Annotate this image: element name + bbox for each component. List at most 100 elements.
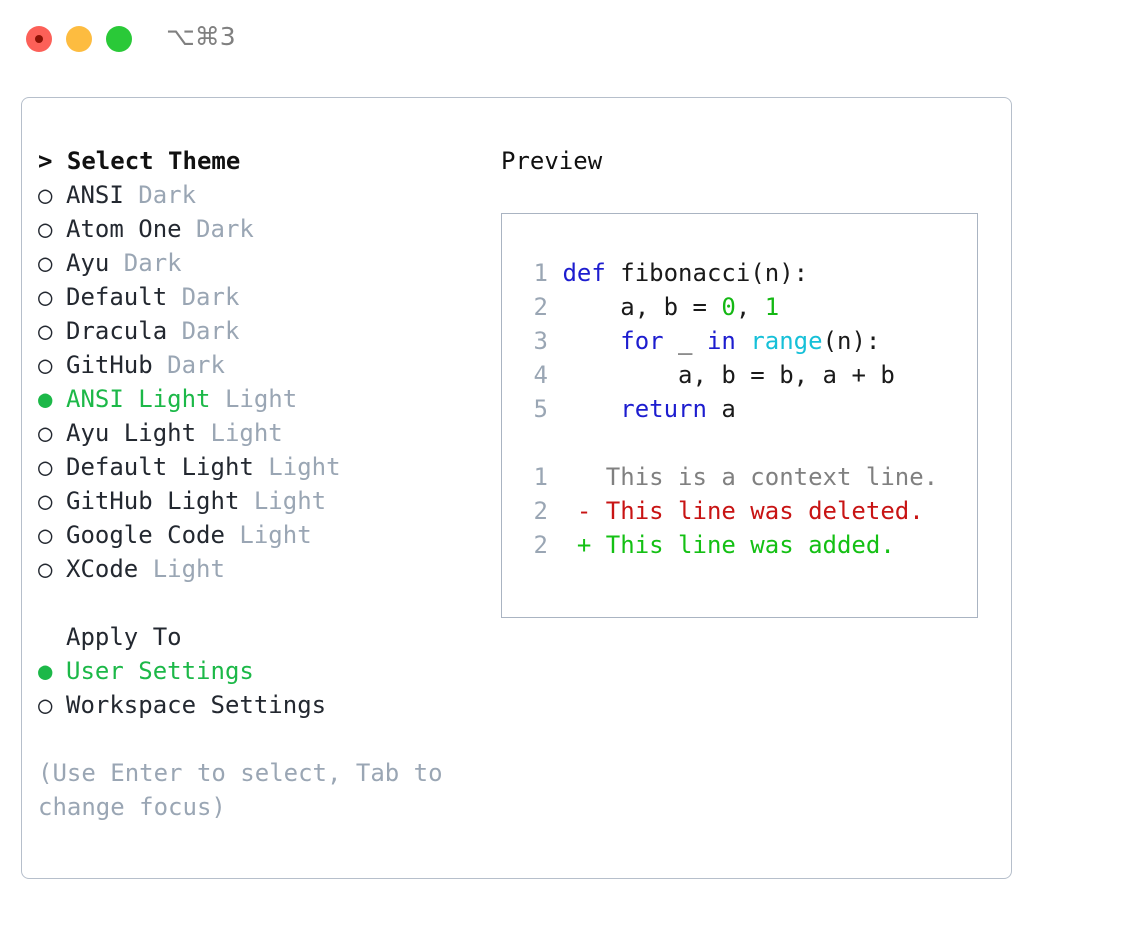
preview-code-line: 4 a, b = b, a + b bbox=[520, 358, 938, 392]
preview-line-number: 3 bbox=[533, 327, 548, 355]
radio-selected-icon: ● bbox=[38, 657, 53, 685]
theme-option-variant: Light bbox=[210, 385, 298, 413]
hint-spacer bbox=[38, 722, 508, 756]
theme-option-label: Default bbox=[66, 283, 168, 311]
theme-option-label: GitHub bbox=[66, 351, 153, 379]
preview-code-line: 3 for _ in range(n): bbox=[520, 324, 938, 358]
theme-option-variant: Light bbox=[239, 487, 327, 515]
theme-selector-heading: > Select Theme bbox=[38, 147, 241, 175]
preview-line-number: 2 bbox=[533, 293, 548, 321]
preview-line-number: 4 bbox=[533, 361, 548, 389]
theme-option-row[interactable]: ○ Default Dark bbox=[38, 280, 508, 314]
apply-to-option-label: User Settings bbox=[66, 657, 254, 685]
theme-option-label: Dracula bbox=[66, 317, 168, 345]
theme-option-variant: Dark bbox=[167, 283, 240, 311]
keyboard-hint-text: (Use Enter to select, Tab to change focu… bbox=[38, 759, 443, 821]
maximize-window-button[interactable] bbox=[106, 26, 132, 52]
theme-option-variant: Dark bbox=[109, 249, 182, 277]
theme-option-label: Google Code bbox=[66, 521, 225, 549]
apply-to-option-row[interactable]: ● User Settings bbox=[38, 654, 508, 688]
theme-option-row[interactable]: ○XCode Light bbox=[38, 552, 508, 586]
theme-option-row[interactable]: ○Atom One Dark bbox=[38, 212, 508, 246]
preview-diff-line: 1 This is a context line. bbox=[520, 460, 939, 494]
preview-diff-line-number: 2 bbox=[533, 497, 548, 525]
preview-code-line: 2 a, b = 0, 1 bbox=[520, 290, 938, 324]
theme-option-row[interactable]: ○Dracula Dark bbox=[38, 314, 508, 348]
theme-option-row[interactable]: ○ Ayu Dark bbox=[38, 246, 508, 280]
theme-selector-column: > Select Theme ○ANSI Dark○Atom One Dark○… bbox=[38, 144, 508, 824]
apply-to-heading-bullet-placeholder: ○ bbox=[38, 620, 66, 654]
theme-option-row[interactable]: ○ GitHub Light Light bbox=[38, 484, 508, 518]
preview-diff-text: - This line was deleted. bbox=[548, 497, 924, 525]
traffic-light-group bbox=[26, 26, 132, 52]
theme-option-variant: Light bbox=[196, 419, 283, 447]
radio-unselected-icon: ○ bbox=[38, 181, 53, 209]
preview-code-line: 5 return a bbox=[520, 392, 938, 426]
preview-code-token: range bbox=[750, 327, 823, 355]
preview-line-number: 5 bbox=[533, 395, 548, 423]
radio-selected-icon: ● bbox=[38, 385, 53, 413]
preview-diff-line-number: 2 bbox=[533, 531, 548, 559]
theme-option-row[interactable]: ○ANSI Dark bbox=[38, 178, 508, 212]
theme-option-row[interactable]: ○GitHub Dark bbox=[38, 348, 508, 382]
theme-option-variant: Dark bbox=[152, 351, 225, 379]
preview-code-token: for bbox=[620, 327, 664, 355]
apply-to-heading: ○Apply To bbox=[38, 620, 508, 654]
preview-code-token: a bbox=[706, 395, 736, 423]
theme-option-row[interactable]: ○ Ayu Light Light bbox=[38, 416, 508, 450]
apply-to-option-label: Workspace Settings bbox=[66, 691, 327, 719]
close-window-button[interactable] bbox=[26, 26, 52, 52]
preview-code-token: _ bbox=[663, 327, 707, 355]
preview-code-indent bbox=[548, 327, 620, 355]
preview-code-token: a, b = bbox=[620, 293, 722, 321]
radio-unselected-icon: ○ bbox=[38, 317, 53, 345]
section-spacer bbox=[38, 586, 508, 620]
apply-to-option-list[interactable]: ● User Settings ○Workspace Settings bbox=[38, 654, 508, 722]
preview-section-gap bbox=[520, 426, 938, 460]
theme-option-label: XCode bbox=[66, 555, 139, 583]
theme-option-row[interactable]: ○ Google Code Light bbox=[38, 518, 508, 552]
theme-option-list[interactable]: ○ANSI Dark○Atom One Dark○Ayu Dark○Defaul… bbox=[38, 178, 508, 586]
preview-code-indent bbox=[548, 395, 620, 423]
preview-diff-text: This is a context line. bbox=[548, 463, 939, 491]
radio-unselected-icon: ○ bbox=[38, 283, 53, 311]
preview-code-token: fibonacci(n): bbox=[605, 259, 809, 287]
radio-unselected-icon: ○ bbox=[38, 215, 53, 243]
theme-option-variant: Light bbox=[224, 521, 312, 549]
radio-unselected-icon: ○ bbox=[38, 419, 53, 447]
radio-unselected-icon: ○ bbox=[38, 487, 53, 515]
theme-option-label: Ayu bbox=[66, 249, 110, 277]
theme-option-variant: Dark bbox=[123, 181, 197, 209]
preview-code-indent bbox=[548, 293, 620, 321]
preview-column: Preview 1 def fibonacci(n): 2 a, b = 0, 1… bbox=[501, 144, 1001, 618]
theme-option-label: Ayu Light bbox=[66, 419, 197, 447]
radio-unselected-icon: ○ bbox=[38, 453, 53, 481]
preview-title: Preview bbox=[501, 147, 603, 175]
preview-code-token: a, b = b, a + b bbox=[678, 361, 895, 389]
keyboard-shortcut-label: ⌥⌘3 bbox=[166, 22, 236, 51]
radio-unselected-icon: ○ bbox=[38, 249, 53, 277]
preview-code-token: 0 bbox=[721, 293, 736, 321]
theme-option-row[interactable]: ● ANSI Light Light bbox=[38, 382, 508, 416]
preview-code-token: def bbox=[562, 259, 606, 287]
theme-option-label: ANSI Light bbox=[66, 385, 211, 413]
window-titlebar: ⌥⌘3 bbox=[0, 0, 1140, 78]
minimize-window-button[interactable] bbox=[66, 26, 92, 52]
apply-to-option-row[interactable]: ○Workspace Settings bbox=[38, 688, 508, 722]
theme-option-label: GitHub Light bbox=[66, 487, 240, 515]
preview-code-token: return bbox=[620, 395, 707, 423]
radio-unselected-icon: ○ bbox=[38, 521, 53, 549]
preview-code-token: (n): bbox=[822, 327, 881, 355]
preview-diff-line-number: 1 bbox=[533, 463, 548, 491]
preview-diff-text: + This line was added. bbox=[548, 531, 895, 559]
theme-option-label: Default Light bbox=[66, 453, 254, 481]
preview-code-token: 1 bbox=[764, 293, 780, 321]
preview-code-token: in bbox=[706, 327, 736, 355]
theme-option-variant: Light bbox=[138, 555, 225, 583]
theme-option-row[interactable]: ○Default Light Light bbox=[38, 450, 508, 484]
theme-option-variant: Dark bbox=[181, 215, 254, 243]
preview-code-token: , bbox=[735, 293, 765, 321]
